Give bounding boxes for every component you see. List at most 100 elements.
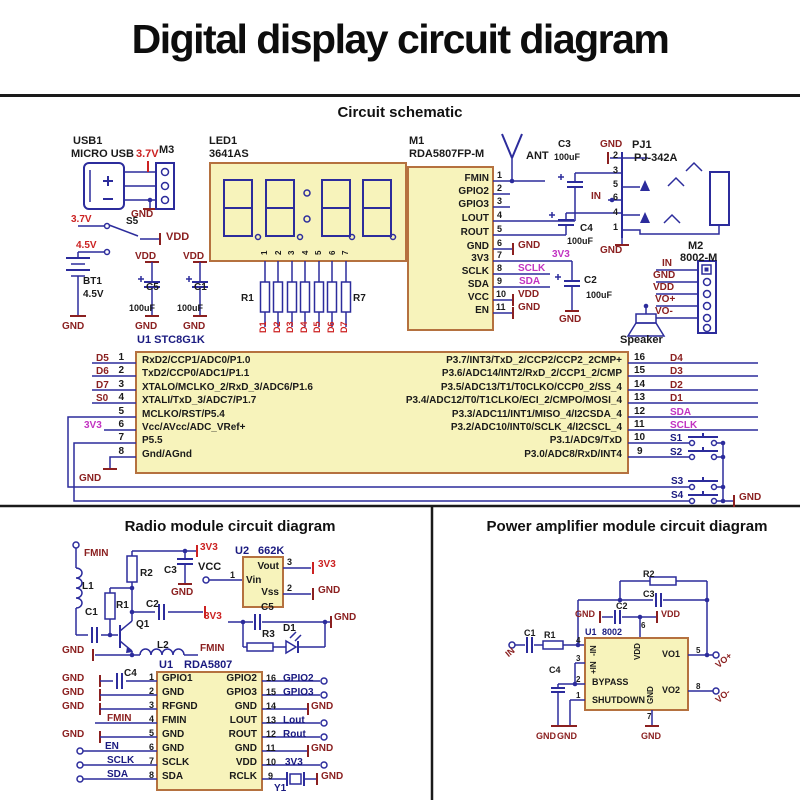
pin-num: 7 [341, 250, 350, 255]
net-3v7: 3.7V [71, 214, 92, 225]
net-vdd: VDD [653, 282, 675, 293]
m1-pin: GPIO2 [458, 186, 489, 197]
pin-num: 3 [287, 250, 296, 255]
pin-num: 2 [576, 675, 581, 684]
pin-num: 3 [287, 557, 293, 567]
net-sda: SDA [519, 276, 541, 287]
rda-pin: RFGND [162, 701, 198, 712]
net-d5: D5 [312, 321, 322, 333]
net-d5: D5 [96, 353, 109, 364]
amp-pin: -IN [589, 645, 598, 656]
ref-usb1-type: MICRO USB [71, 148, 134, 160]
pin-num: 16 [634, 352, 646, 363]
net-fmin: FMIN [200, 643, 225, 654]
pin-num: 8 [497, 263, 503, 273]
net-gnd: GND [135, 321, 158, 332]
net-d6: D6 [326, 321, 336, 333]
mcu-pin: P3.7/INT3/TxD_2/CCP2/CCP2_2CMP+ [446, 355, 622, 366]
val-pj1: PJ-342A [634, 152, 678, 164]
pin-num: 9 [497, 276, 503, 286]
rda-pin: GND [162, 743, 185, 754]
net-gnd: GND [183, 321, 206, 332]
pin-num: 7 [497, 250, 503, 260]
pin-num: 8 [696, 682, 701, 691]
pin-num: 5 [497, 224, 503, 234]
net-d4: D4 [670, 353, 683, 364]
net-vcc: VCC [198, 561, 222, 573]
mcu-pin: P3.4/ADC12/T0/T1CLKO/ECI_2/CMPO/MOSI_4 [405, 395, 622, 406]
ref-c3: C3 [558, 139, 571, 150]
net-vdd: VDD [661, 609, 681, 619]
ref-usb1: USB1 [73, 135, 103, 147]
net-3v3: 3V3 [204, 611, 222, 622]
net-gnd: GND [79, 473, 102, 484]
ref-m1: M1 [409, 135, 425, 147]
ref-l2: L2 [157, 640, 169, 651]
net-gnd: GND [62, 645, 85, 656]
val-m2: 8002-M [680, 252, 718, 264]
val-bt1: 4.5V [83, 289, 104, 300]
pin-num: 6 [641, 621, 646, 630]
amp-pin: GND [646, 686, 655, 704]
pin-num: 2 [274, 250, 283, 255]
net-gnd: GND [557, 731, 577, 741]
amp-pin: VO2 [661, 685, 680, 695]
rda-pin: GPIO3 [226, 687, 257, 698]
net-fmin: FMIN [107, 713, 132, 724]
resistor-network [259, 261, 352, 327]
pin-num: 1 [576, 691, 581, 700]
pin-num: 5 [148, 728, 154, 738]
net-gnd: GND [334, 612, 357, 623]
ref-l1: L1 [82, 581, 94, 592]
net-sda: SDA [107, 769, 129, 780]
ref-u2: U2 [235, 545, 250, 557]
pin-num: 12 [266, 729, 277, 739]
net-rout: Rout [283, 729, 306, 740]
mcu-pin: P3.6/ADC14/INT2/RxD_2/CCP1_2/CMP [441, 368, 622, 379]
net-3v3: 3V3 [84, 420, 102, 431]
pin-num: 2 [287, 583, 293, 593]
rda-pin: FMIN [162, 715, 187, 726]
net-d1: D1 [258, 321, 268, 333]
m2-header-speaker [626, 260, 717, 337]
pin-num: 4 [613, 207, 619, 217]
pin-num: 10 [496, 289, 507, 299]
net-gnd: GND [62, 673, 85, 684]
net-d2: D2 [272, 321, 282, 333]
net-d3: D3 [670, 366, 683, 377]
mcu-pin: XTALO/MCLKO_2/RxD_3/ADC6/P1.6 [142, 382, 313, 393]
pin-num: 11 [496, 302, 506, 312]
pin-num: 4 [118, 392, 124, 403]
page-title: Digital display circuit diagram [131, 16, 670, 62]
net-gnd: GND [311, 743, 334, 754]
net-gnd: GND [641, 731, 661, 741]
ref-bt1: BT1 [83, 276, 102, 287]
pin-num: 14 [266, 701, 277, 711]
rda-pin: RCLK [229, 771, 257, 782]
pin-num: 12 [634, 406, 646, 417]
ref-r3: R3 [262, 629, 275, 640]
pin-num: 1 [260, 250, 269, 255]
pin-num: 10 [266, 757, 277, 767]
ref-u1-amp: U1 [585, 627, 597, 637]
ref-c5: C5 [261, 602, 274, 613]
net-ant: ANT [526, 150, 549, 162]
net-gpio2: GPIO2 [283, 673, 314, 684]
ref-s1: S1 [670, 433, 683, 444]
pin-num: 8 [148, 770, 154, 780]
amp-pin: VO1 [661, 649, 680, 659]
pin-num: 6 [328, 250, 337, 255]
net-3v7: 3.7V [136, 148, 159, 160]
val-c4: 100uF [567, 236, 594, 246]
m1-pin: LOUT [461, 213, 489, 224]
net-gnd: GND [62, 701, 85, 712]
pin-num: 4 [301, 250, 310, 255]
ref-c4: C4 [549, 665, 561, 675]
net-gnd: GND [575, 609, 595, 619]
net-3v3: 3V3 [285, 757, 303, 768]
ref-c4: C4 [580, 223, 593, 234]
pin-num: 15 [634, 365, 646, 376]
val-led1: 3641AS [209, 148, 249, 160]
val-c3: 100uF [554, 152, 581, 162]
net-vdd: VDD [183, 251, 205, 262]
